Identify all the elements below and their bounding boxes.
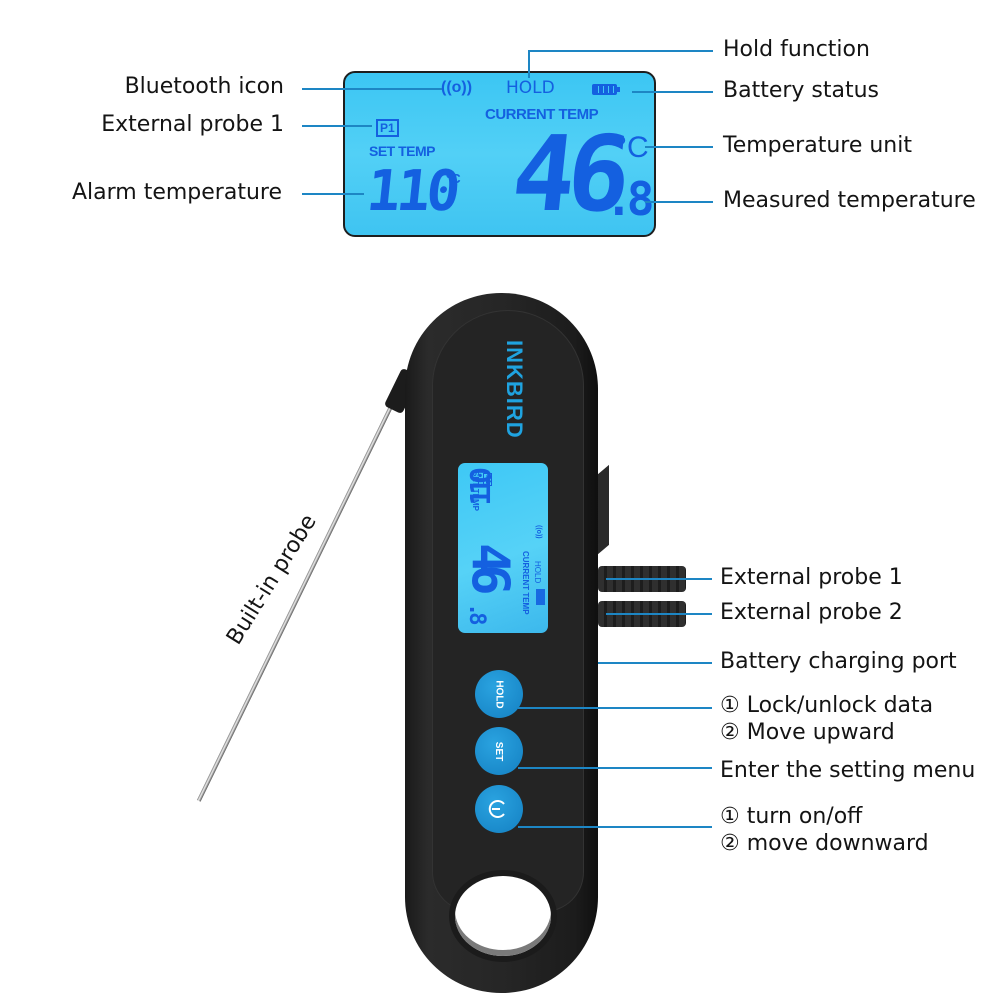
set-temp-unit: °C <box>446 171 461 186</box>
callout-measured-temperature: Measured temperature <box>723 188 976 213</box>
leader-line <box>518 707 712 709</box>
leader-line <box>302 193 364 195</box>
bluetooth-icon: ((o)) <box>535 525 542 539</box>
built-in-probe <box>196 400 396 802</box>
callout-hold-function: Hold function <box>723 37 870 62</box>
brand-logo: INKBIRD <box>502 340 527 439</box>
callout-alarm-temperature: Alarm temperature <box>71 180 282 205</box>
power-icon <box>488 800 505 818</box>
current-temp-decimal: .8 <box>605 172 654 226</box>
leader-line <box>518 826 712 828</box>
hold-button-label: HOLD <box>493 679 505 709</box>
lcd-display-enlarged: ((o)) HOLD CURRENT TEMP P1 SET TEMP 110 … <box>343 71 656 237</box>
set-button[interactable]: SET <box>475 727 523 775</box>
hold-indicator: HOLD <box>506 78 555 98</box>
set-temp-label: SET TEMP <box>369 143 436 159</box>
current-temp-label: CURRENT TEMP <box>485 106 599 123</box>
callout-temperature-unit: Temperature unit <box>723 133 912 158</box>
current-temp-unit: °C <box>615 131 649 164</box>
current-temp-digits: 46 <box>460 543 520 586</box>
callout-set-button: Enter the setting menu <box>720 758 976 783</box>
hanging-loop-hole <box>455 876 551 956</box>
battery-tip <box>617 87 620 92</box>
leader-line <box>302 88 442 90</box>
leader-line <box>645 201 713 203</box>
power-button[interactable] <box>475 785 523 833</box>
callout-external-probe-1: External probe 1 <box>720 565 903 590</box>
set-button-label: SET <box>493 741 505 761</box>
leader-line <box>302 125 372 127</box>
hold-indicator: HOLD <box>533 561 542 584</box>
current-temp-label: CURRENT TEMP <box>521 551 530 615</box>
callout-bluetooth-icon: Bluetooth icon <box>124 74 284 99</box>
leader-line <box>528 50 713 52</box>
callout-hold-button-line1: ① Lock/unlock data <box>720 693 934 718</box>
battery-icon <box>536 589 545 605</box>
set-temp-digits: 110 <box>464 473 497 506</box>
probe-clip <box>597 464 609 555</box>
set-temp-value: 110 <box>363 159 460 224</box>
callout-external-probe-1-top: External probe 1 <box>101 112 284 137</box>
hold-button[interactable]: HOLD <box>475 670 523 718</box>
callout-power-button-line1: ① turn on/off <box>720 804 863 829</box>
leader-line <box>606 578 712 580</box>
current-temp-decimal-digits: .8 <box>464 603 489 622</box>
leader-line <box>518 767 712 769</box>
leader-line <box>528 50 530 78</box>
bluetooth-icon: ((o)) <box>441 79 473 96</box>
battery-icon <box>592 84 617 95</box>
callout-battery-charging-port: Battery charging port <box>720 649 957 674</box>
leader-line <box>598 662 712 664</box>
lcd-display-device: P1 SET TEMP 110 ((o)) HOLD CURRENT TEMP … <box>458 463 548 633</box>
leader-line <box>606 613 712 615</box>
probe-indicator-p1: P1 <box>376 119 399 137</box>
callout-external-probe-2: External probe 2 <box>720 600 903 625</box>
leader-line <box>645 146 713 148</box>
callout-power-button-line2: ② move downward <box>720 831 929 856</box>
leader-line <box>632 91 713 93</box>
callout-battery-status: Battery status <box>723 78 880 103</box>
callout-hold-button-line2: ② Move upward <box>720 720 895 745</box>
